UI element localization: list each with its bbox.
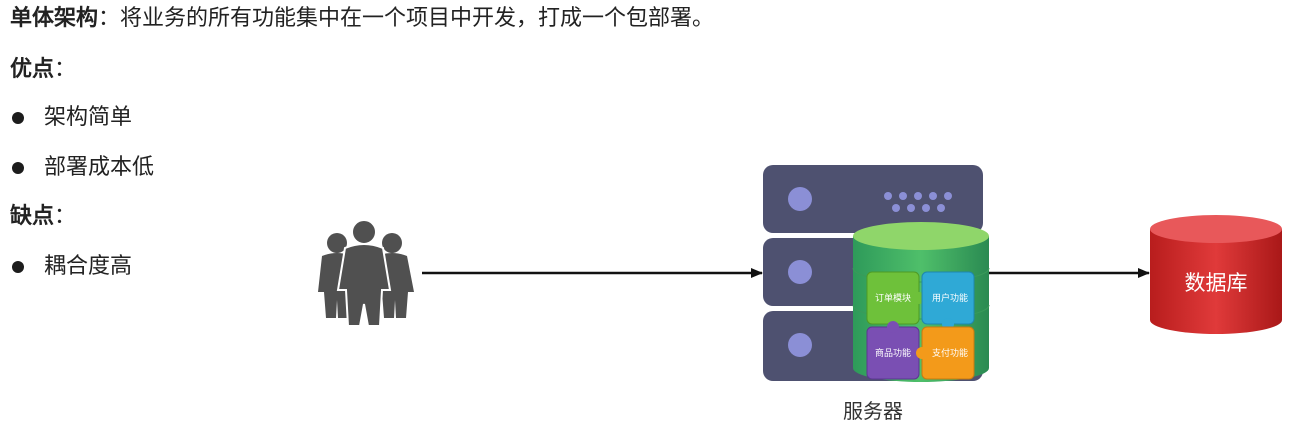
cons-item-coupling: 耦合度高	[44, 254, 133, 279]
database-label: 数据库	[1185, 271, 1248, 295]
pros-item-simple: 架构简单	[44, 105, 133, 130]
database-icon: 数据库	[1150, 215, 1282, 334]
cons-heading: 缺点：	[10, 202, 76, 232]
module-product-label: 商品功能	[875, 347, 911, 359]
module-payment: 支付功能	[916, 326, 975, 380]
module-order: 订单模块	[866, 271, 925, 325]
cons-colon: ：	[54, 204, 77, 229]
pros-colon: ：	[54, 57, 77, 82]
module-product: 商品功能	[866, 321, 920, 380]
bullet-icon	[12, 162, 24, 174]
module-order-label: 订单模块	[875, 292, 911, 304]
intro-colon: ：	[98, 6, 121, 31]
pros-heading: 优点：	[10, 55, 76, 85]
pros-item-low-cost: 部署成本低	[44, 155, 155, 180]
module-user: 用户功能	[921, 271, 975, 330]
bullet-icon	[12, 112, 24, 124]
intro-term: 单体架构	[10, 6, 99, 31]
server-label: 服务器	[843, 399, 903, 423]
users-group-icon	[318, 219, 414, 327]
bullet-icon	[12, 261, 24, 273]
intro-definition: 将业务的所有功能集中在一个项目中开发，打成一个包部署。	[120, 6, 715, 31]
cons-heading-label: 缺点	[10, 204, 55, 229]
pros-heading-label: 优点	[10, 57, 55, 82]
module-payment-label: 支付功能	[932, 347, 968, 359]
module-user-label: 用户功能	[932, 292, 968, 304]
intro-line: 单体架构：将业务的所有功能集中在一个项目中开发，打成一个包部署。	[10, 4, 714, 34]
